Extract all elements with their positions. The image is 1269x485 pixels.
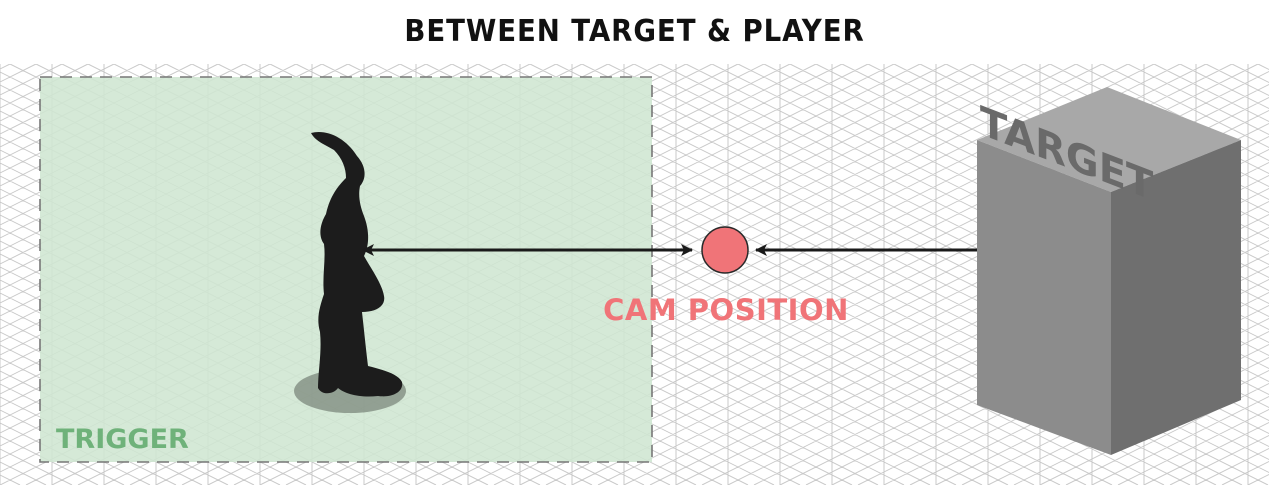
diagram-title: BETWEEN TARGET & PLAYER <box>404 14 865 49</box>
target-box-side <box>1111 140 1241 455</box>
cam-position-label: CAM POSITION <box>603 293 849 327</box>
target-box: TARGET <box>977 87 1241 455</box>
camera-marker-icon <box>701 226 749 274</box>
target-box-top <box>977 87 1241 192</box>
target-box-front <box>977 140 1111 455</box>
player-silhouette-icon <box>311 131 403 397</box>
trigger-label: TRIGGER <box>56 424 189 455</box>
